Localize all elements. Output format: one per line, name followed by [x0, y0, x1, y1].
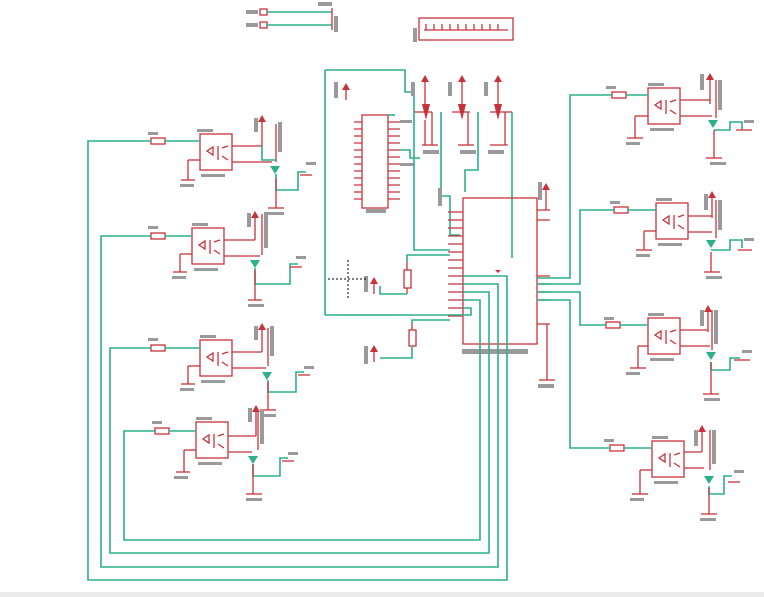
- left-channel-2[interactable]: [148, 211, 306, 307]
- left-bus-wires: [87, 140, 508, 581]
- transistor-wires: [413, 112, 513, 258]
- status-strip: [0, 592, 764, 597]
- transistor-q1[interactable]: [411, 75, 439, 154]
- top-header-connector[interactable]: [413, 17, 514, 42]
- center-ic-header[interactable]: [354, 114, 420, 213]
- right-channel-1[interactable]: [606, 73, 754, 165]
- left-channel-4[interactable]: [152, 405, 298, 501]
- right-bus-wires: [537, 94, 614, 449]
- resistor-r-center-1[interactable]: [364, 254, 450, 295]
- transistor-q2[interactable]: [448, 75, 476, 154]
- right-channel-4[interactable]: [604, 425, 744, 521]
- resistor-r-center-2[interactable]: [364, 319, 450, 364]
- center-board-outline[interactable]: [324, 69, 450, 316]
- crosshair-cursor: [328, 260, 368, 298]
- transistor-q3[interactable]: [484, 75, 512, 154]
- top-connector-pins[interactable]: [246, 2, 338, 32]
- right-channel-2[interactable]: [610, 191, 754, 279]
- left-channel-3[interactable]: [148, 323, 314, 417]
- right-channel-3[interactable]: [604, 305, 752, 401]
- left-channel-1[interactable]: [148, 115, 316, 215]
- power-arrow-center: [334, 82, 350, 100]
- mcu-chip[interactable]: [438, 182, 555, 388]
